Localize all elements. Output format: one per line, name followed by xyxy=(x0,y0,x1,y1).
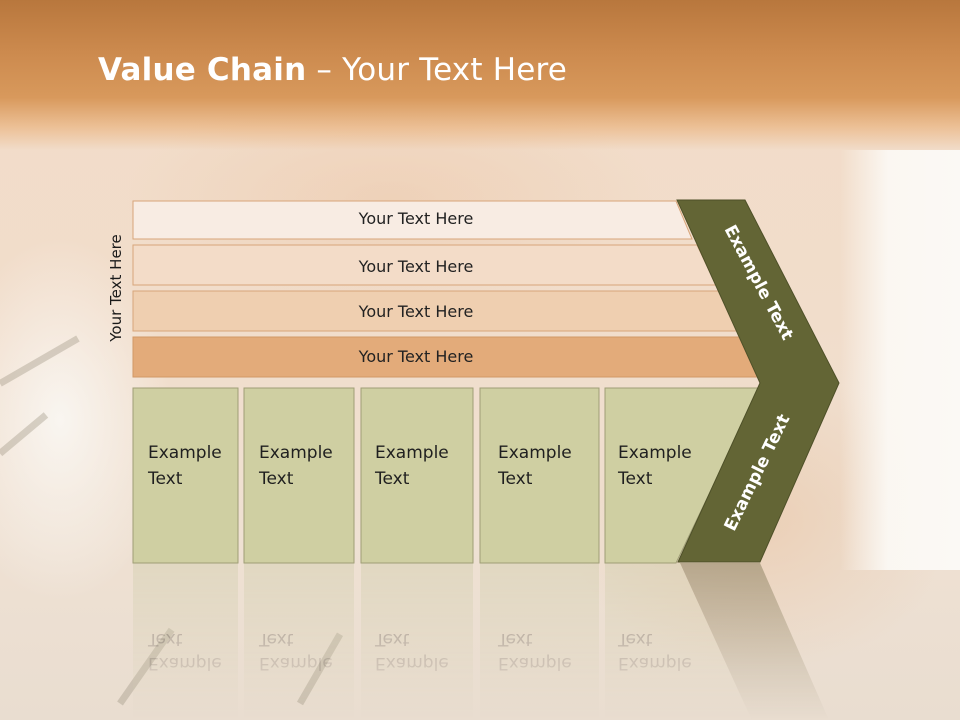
primary-box-2[interactable] xyxy=(243,387,355,564)
support-bar-1[interactable] xyxy=(132,200,693,240)
reflection-text: Example xyxy=(259,653,333,673)
title-bold: Value Chain xyxy=(98,52,307,88)
reflection-text: Text xyxy=(497,629,533,649)
slide-title[interactable]: Value Chain – Your Text Here xyxy=(98,52,567,88)
support-bar-2-label: Your Text Here xyxy=(358,257,474,276)
primary-box-4-line-2: Text xyxy=(497,469,533,489)
reflection-text: Text xyxy=(374,629,410,649)
primary-box-1-line-2: Text xyxy=(147,469,183,489)
primary-box-1-line-1: Example xyxy=(148,443,222,463)
reflection-text: Text xyxy=(147,629,183,649)
primary-box-4-line-1: Example xyxy=(498,443,572,463)
primary-box-3-line-1: Example xyxy=(375,443,449,463)
header-band xyxy=(0,0,960,150)
reflection-text: Text xyxy=(258,629,294,649)
towel-background xyxy=(840,150,960,570)
reflection-text: Example xyxy=(148,653,222,673)
reflection-text: Example xyxy=(618,653,692,673)
primary-box-4[interactable] xyxy=(479,387,600,564)
reflection: Example Text Example Text Example Text E… xyxy=(133,563,829,720)
title-rest: – Your Text Here xyxy=(306,52,568,88)
primary-box-5-line-1: Example xyxy=(618,443,692,463)
primary-box-2-line-1: Example xyxy=(259,443,333,463)
primary-box-3-line-2: Text xyxy=(374,469,410,489)
support-bar-4-label: Your Text Here xyxy=(358,347,474,366)
primary-box-5-line-2: Text xyxy=(617,469,653,489)
primary-box-1[interactable] xyxy=(132,387,239,564)
reflection-text: Text xyxy=(617,629,653,649)
margin-chevron[interactable] xyxy=(676,199,840,563)
reflection-text: Example xyxy=(375,653,449,673)
support-bar-1-label: Your Text Here xyxy=(358,209,474,228)
support-bar-3-label: Your Text Here xyxy=(358,302,474,321)
reflection-text: Example xyxy=(498,653,572,673)
primary-box-2-line-2: Text xyxy=(258,469,294,489)
primary-box-3[interactable] xyxy=(360,387,474,564)
primary-box-5[interactable] xyxy=(604,387,761,564)
